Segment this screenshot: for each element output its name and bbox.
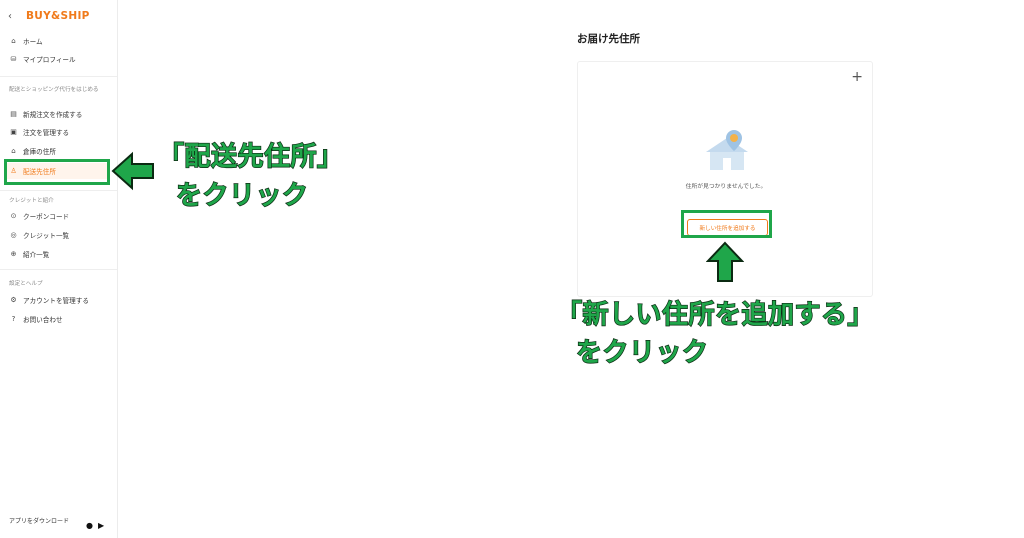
sidebar-item-label: クレジット一覧 — [23, 232, 70, 240]
sidebar-item-profile[interactable]: ⛁ マイプロフィール — [6, 51, 110, 67]
gift-icon: ⊕ — [10, 250, 17, 258]
sidebar-item-label: 新規注文を作成する — [23, 111, 83, 119]
help-icon: ? — [11, 315, 16, 323]
sidebar-item-coupon[interactable]: ⊙ クーポンコード — [6, 208, 110, 224]
sidebar-item-shipping-address[interactable]: ♙ 配送先住所 — [6, 163, 110, 179]
brand: ‹ BUY&SHIP — [8, 8, 90, 24]
sidebar-item-new-order[interactable]: ▤ 新規注文を作成する — [6, 106, 110, 122]
sidebar-item-contact[interactable]: ? お問い合わせ — [6, 311, 110, 327]
sidebar-item-manage-account[interactable]: ⚙ アカウントを管理する — [6, 292, 110, 308]
coupon-icon: ⊙ — [10, 212, 17, 220]
annotation-highlight-sidebar — [4, 159, 110, 185]
sidebar-item-label: お問い合わせ — [23, 316, 63, 324]
sidebar-item-label: アカウントを管理する — [23, 297, 89, 305]
divider — [0, 269, 117, 270]
sidebar-item-home[interactable]: ⌂ ホーム — [6, 33, 110, 49]
gear-icon: ⚙ — [10, 296, 17, 304]
arrow-up-icon — [706, 241, 744, 282]
section-label-credit: クレジットと紹介 — [9, 198, 54, 204]
page-title: お届け先住所 — [577, 33, 640, 45]
sidebar-item-label: 紹介一覧 — [23, 251, 50, 259]
sidebar-item-label: マイプロフィール — [23, 56, 76, 64]
house-pin-illustration — [706, 130, 748, 170]
warehouse-icon: ⌂ — [11, 147, 16, 155]
sidebar-item-referral-list[interactable]: ⊕ 紹介一覧 — [6, 246, 110, 262]
section-label-shipping: 配送とショッピング代行をはじめる — [9, 87, 99, 93]
sidebar-item-warehouse[interactable]: ⌂ 倉庫の住所 — [6, 143, 110, 159]
annotation-step2-line1: 「新しい住所を追加する」 — [555, 299, 875, 330]
arrow-left-icon — [111, 151, 154, 191]
app-download-label: アプリをダウンロード — [9, 518, 70, 525]
annotation-step2-line2: をクリック — [575, 337, 709, 368]
annotation-step1-line1: 「配送先住所」 — [157, 141, 344, 172]
play-store-icon[interactable]: ▶ — [97, 521, 105, 530]
plus-icon[interactable]: + — [851, 69, 863, 85]
sidebar-item-label: 配送先住所 — [23, 168, 56, 176]
profile-icon: ⛁ — [10, 55, 17, 63]
box-icon: ▣ — [10, 128, 17, 136]
document-icon: ▤ — [10, 110, 17, 118]
sidebar-item-credit-list[interactable]: ◎ クレジット一覧 — [6, 227, 110, 243]
sidebar: ‹ BUY&SHIP ⌂ ホーム ⛁ マイプロフィール 配送とショッピング代行を… — [0, 0, 118, 538]
sidebar-item-label: クーポンコード — [23, 213, 70, 221]
divider — [0, 76, 117, 77]
annotation-highlight-button — [681, 210, 772, 238]
section-label-settings: 設定とヘルプ — [9, 281, 43, 287]
apple-icon[interactable]: ● — [86, 521, 93, 530]
annotation-step1-line2: をクリック — [175, 180, 309, 211]
person-pin-icon: ♙ — [10, 167, 17, 175]
divider — [0, 190, 117, 191]
credit-icon: ◎ — [10, 231, 17, 239]
sidebar-item-label: 倉庫の住所 — [23, 148, 56, 156]
sidebar-item-manage-orders[interactable]: ▣ 注文を管理する — [6, 124, 110, 140]
home-icon: ⌂ — [11, 37, 16, 45]
sidebar-item-label: ホーム — [23, 38, 43, 46]
back-chevron-icon[interactable]: ‹ — [8, 10, 12, 22]
sidebar-item-label: 注文を管理する — [23, 129, 70, 137]
store-icons: ● ▶ — [86, 521, 104, 530]
empty-state-message: 住所が見つかりませんでした。 — [685, 184, 767, 190]
brand-logo[interactable]: BUY&SHIP — [26, 10, 90, 22]
